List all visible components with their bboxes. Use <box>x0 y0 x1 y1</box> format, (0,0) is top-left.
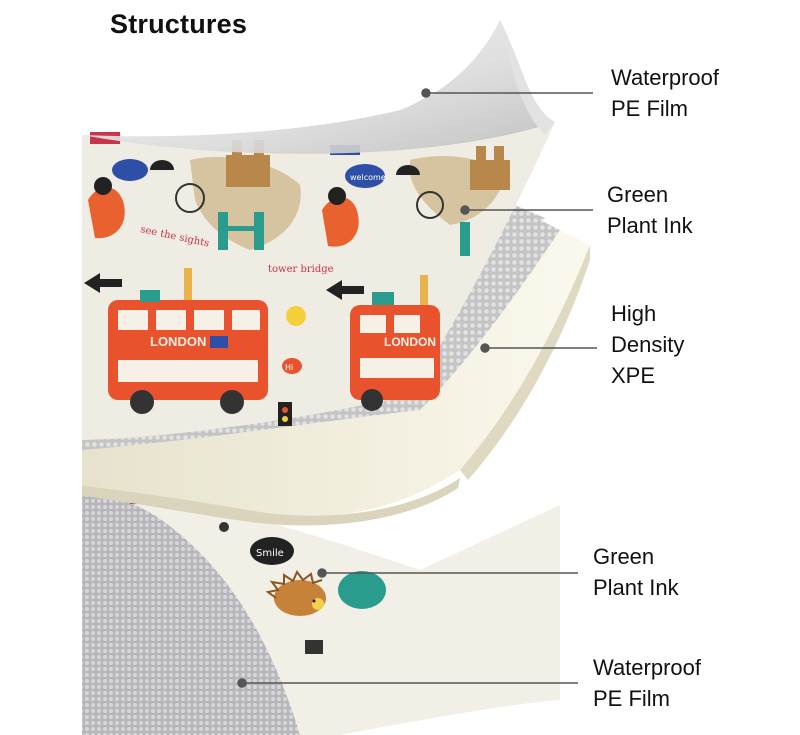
label-line: PE Film <box>593 686 670 711</box>
label-line: XPE <box>611 363 656 388</box>
label-high-density-xpe: High Density XPE <box>611 298 684 391</box>
bottom-print-layer <box>120 495 560 735</box>
label-line: Green <box>607 182 669 207</box>
label-waterproof-pe-film-top: Waterproof PE Film <box>611 62 719 124</box>
label-waterproof-pe-film-bottom: Waterproof PE Film <box>593 652 701 714</box>
bubble-bottom-text: Smile <box>256 548 284 559</box>
label-line: Waterproof <box>593 655 702 680</box>
label-line: Green <box>593 544 655 569</box>
bus-sign-left: LONDON <box>150 334 206 349</box>
label-green-plant-ink-bottom: Green Plant Ink <box>593 541 679 603</box>
label-line: Plant Ink <box>607 213 693 238</box>
label-line: Waterproof <box>611 65 720 90</box>
label-green-plant-ink-top: Green Plant Ink <box>607 179 693 241</box>
leader-lines <box>237 88 597 688</box>
xpe-foam-layer <box>82 230 590 517</box>
label-line: PE Film <box>611 96 688 121</box>
bubble-top-text: welcome <box>350 173 386 182</box>
diagram-title: Structures <box>110 9 248 39</box>
bottom-film-layer <box>82 480 300 735</box>
top-film-layer <box>82 20 555 154</box>
label-line: Plant Ink <box>593 575 679 600</box>
label-line: High <box>611 301 657 326</box>
bus-sign-right: LONDON <box>384 335 436 349</box>
label-line: Density <box>611 332 685 357</box>
handwriting-right: tower bridge <box>268 264 334 275</box>
speech-hi: Hi <box>285 363 293 372</box>
